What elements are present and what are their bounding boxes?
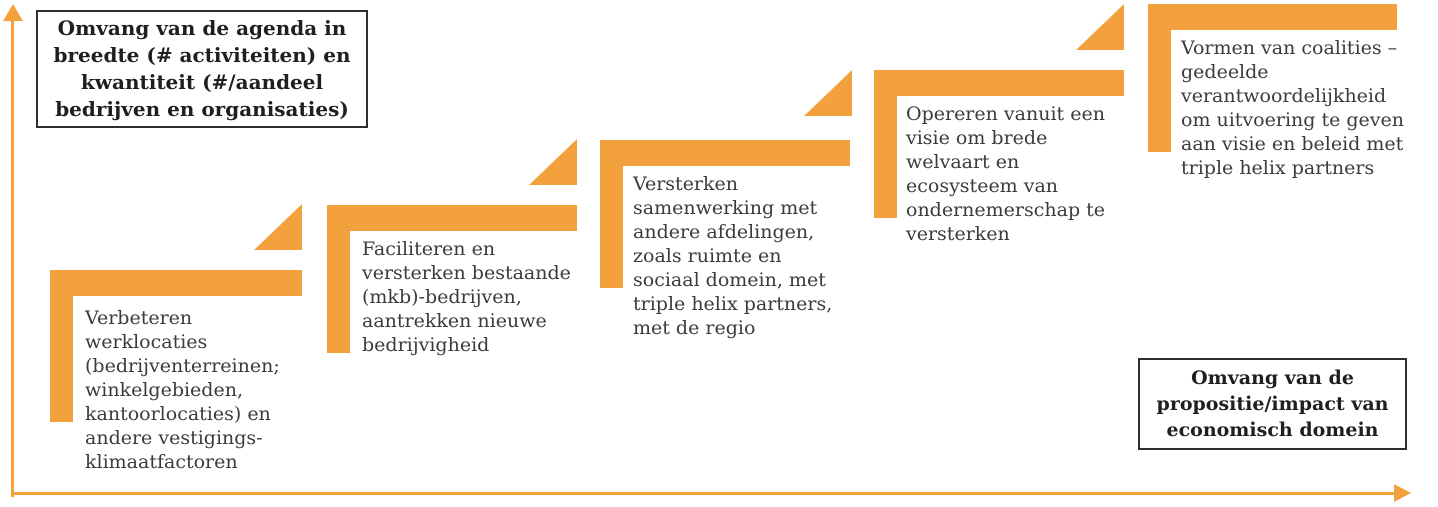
step-2-top-bar <box>327 205 577 231</box>
step-1-arrow-triangle-icon <box>254 204 302 250</box>
step-3-left-bar <box>600 140 623 288</box>
y-axis-label-box: Omvang van de agenda in breedte (# activ… <box>36 10 368 128</box>
step-4-arrow-triangle-icon <box>1076 4 1124 50</box>
x-axis-arrowhead-icon <box>1394 484 1411 502</box>
y-axis-label: Omvang van de agenda in breedte (# activ… <box>53 16 351 121</box>
step-5-label: Vormen van coalities – gedeelde verantwo… <box>1181 37 1404 179</box>
step-1-left-bar <box>50 270 73 422</box>
x-axis-line <box>11 492 1395 495</box>
step-1-top-bar <box>50 270 302 296</box>
step-3-top-bar <box>600 140 850 166</box>
x-axis-label-box: Omvang van de propositie/impact van econ… <box>1138 358 1407 450</box>
step-3-arrow-triangle-icon <box>804 70 852 116</box>
step-2-left-bar <box>327 205 350 353</box>
step-5-top-bar <box>1148 4 1397 30</box>
step-4-left-bar <box>874 70 897 218</box>
step-4-label: Opereren vanuit een visie om brede welva… <box>906 103 1106 245</box>
step-3-label: Versterken samenwerking met andere afdel… <box>633 173 833 339</box>
step-2-arrow-triangle-icon <box>529 139 577 185</box>
step-1-label: Verbeteren werklocaties (bedrijventerrei… <box>85 307 280 473</box>
y-axis-arrowhead-icon <box>3 4 23 21</box>
step-4-top-bar <box>874 70 1124 96</box>
y-axis-line <box>11 16 14 497</box>
step-5-left-bar <box>1148 4 1171 152</box>
x-axis-label: Omvang van de propositie/impact van econ… <box>1156 367 1389 441</box>
step-2-label: Faciliteren en versterken bestaande (mkb… <box>362 238 571 356</box>
